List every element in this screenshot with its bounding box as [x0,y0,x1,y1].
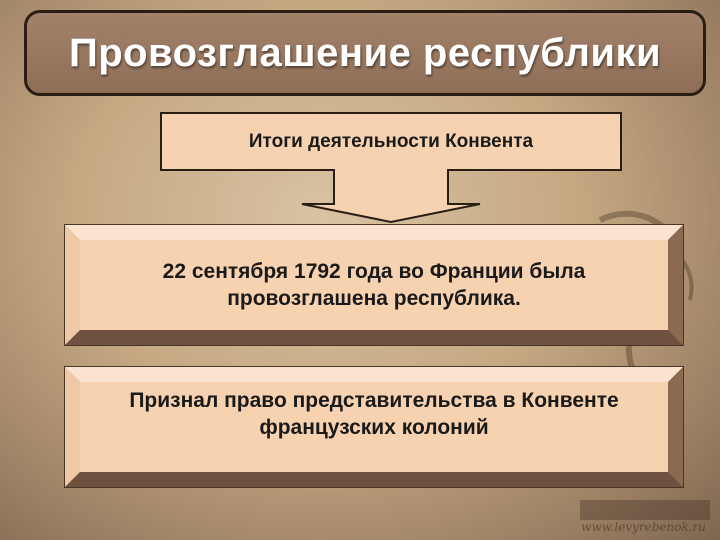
title-banner: Провозглашение республики [24,10,706,96]
result-box-2: Признал право представительства в Конвен… [64,366,684,488]
result-box-1: 22 сентября 1792 года во Франции была пр… [64,224,684,346]
callout-arrow-box [160,112,622,224]
result-text-1: 22 сентября 1792 года во Франции была пр… [162,259,586,310]
callout-label: Итоги деятельности Конвента [248,131,534,152]
watermark-text: www.levyrebenok.ru [581,520,706,534]
page-title: Провозглашение республики [68,30,662,75]
result-text-2: Признал право представительства в Конвен… [129,388,619,439]
